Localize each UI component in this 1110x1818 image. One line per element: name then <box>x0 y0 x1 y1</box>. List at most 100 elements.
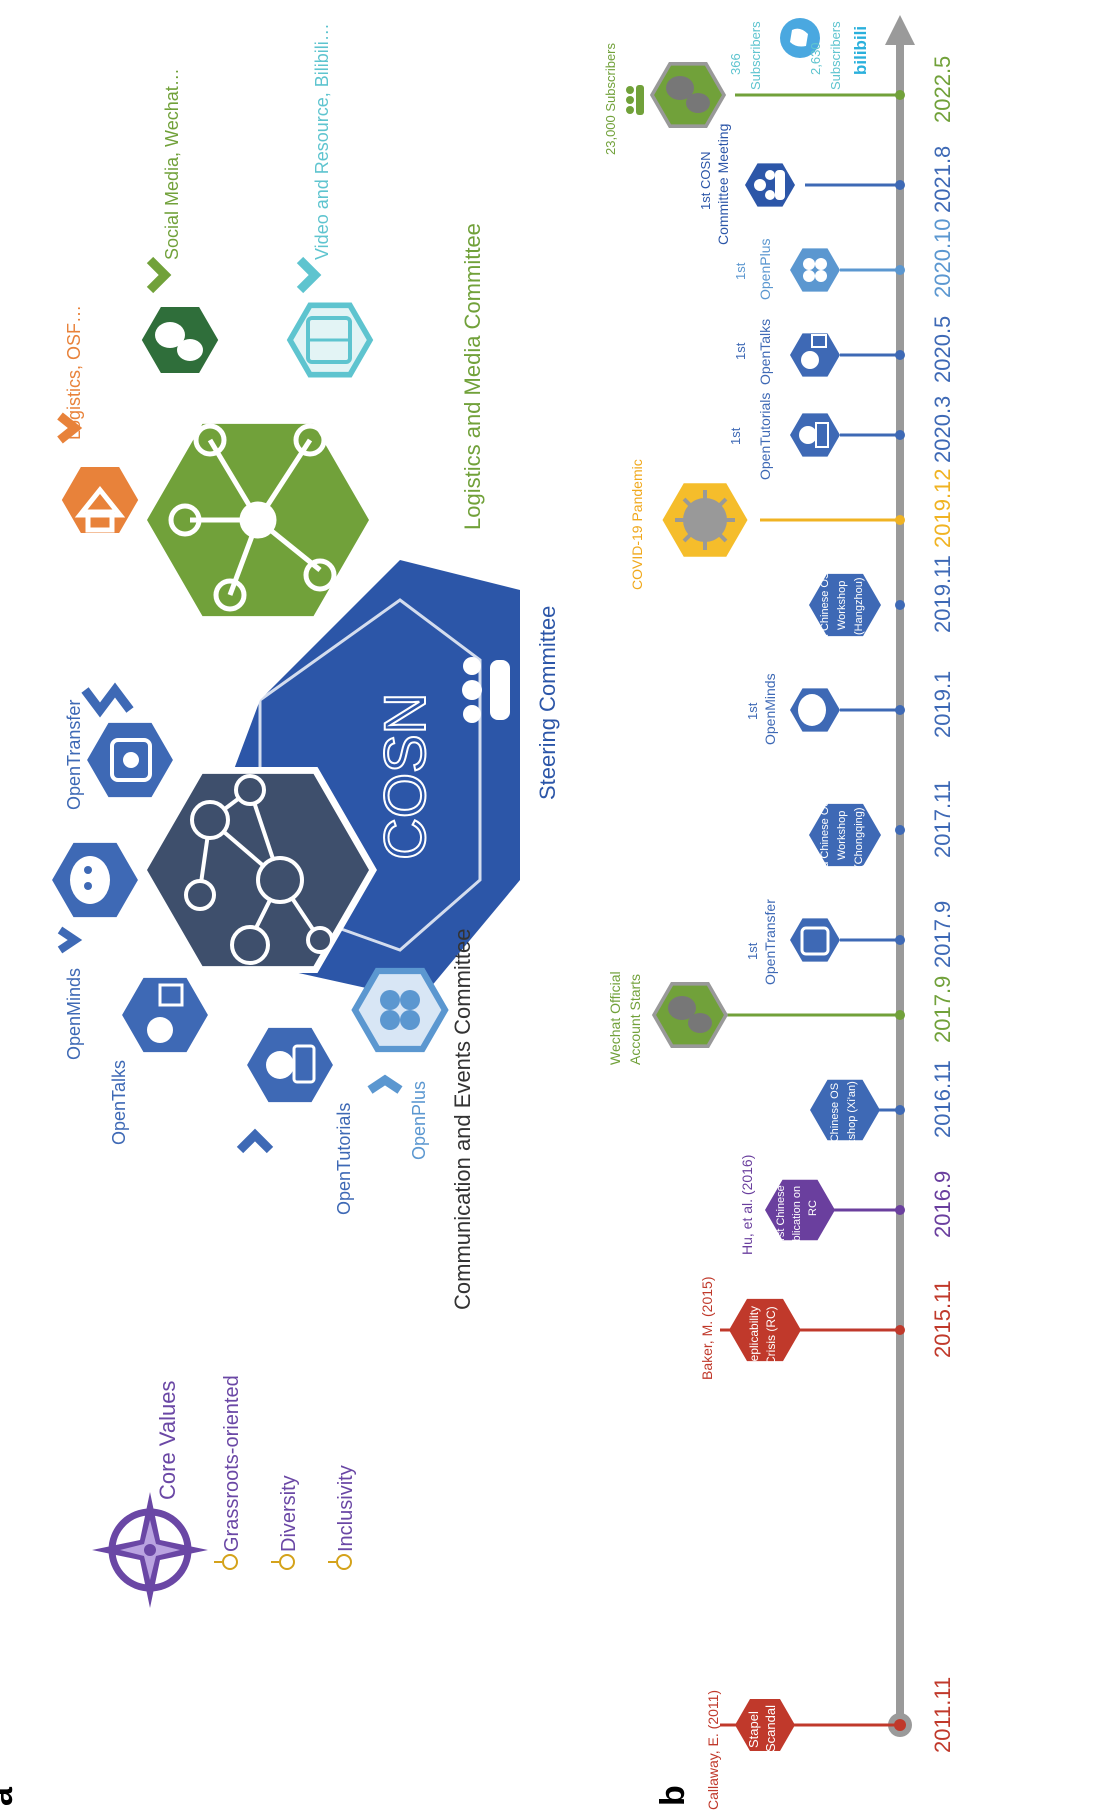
workshop2-line: (Chongqing) <box>853 807 865 868</box>
panel-a: Core Values Grassroots-oriented Diversit… <box>36 23 560 1608</box>
timeline-tick-label: 2019.11 <box>930 555 955 633</box>
bulb-icon <box>328 1554 352 1570</box>
wechat-caption: Wechat Official <box>607 971 623 1065</box>
workshop3-line: (Hangzhou) <box>853 578 865 635</box>
bilibili-subscribers-label: Subscribers <box>828 21 843 90</box>
workshop3-line: 3rd Chinese OS <box>819 572 831 650</box>
core-value-item: Grassroots-oriented <box>221 1375 243 1552</box>
timeline-tick-label: 2020.3 <box>930 396 955 463</box>
timeline-tick-label: 2017.9 <box>930 901 955 968</box>
timeline-tick-label: 2017.11 <box>930 780 955 858</box>
bilibili-subscribers-count: 2,630 <box>808 42 823 75</box>
hu-line: First Chinese <box>775 1185 787 1250</box>
committee-event-caption: 1st COSN <box>698 151 713 210</box>
laptop-code-icon <box>266 1044 316 1084</box>
brain-cloud-icon <box>798 694 826 726</box>
video-screen-icon <box>306 316 352 364</box>
hu-line: Publication on <box>791 1186 803 1255</box>
openminds-event-caption: OpenMinds <box>762 673 778 745</box>
bulb-icon <box>271 1554 295 1570</box>
speaker-icon <box>147 983 184 1043</box>
wechat-icon <box>666 76 710 113</box>
opentalks-event-caption: OpenTalks <box>757 319 773 385</box>
twitter-subscribers-label: Subscribers <box>748 21 763 90</box>
bulb-icon <box>214 1554 238 1570</box>
house-wifi-icon <box>74 485 126 533</box>
covid-caption: COVID-19 Pandemic <box>629 459 645 590</box>
program-label-openminds: OpenMinds <box>64 968 84 1060</box>
brain-cloud-icon <box>70 856 110 904</box>
openplus-event-caption: OpenPlus <box>757 239 773 300</box>
certificate-icon <box>110 738 152 782</box>
opentransfer-event-hexagon <box>783 907 847 973</box>
opentransfer-event-caption: OpenTransfer <box>762 899 778 985</box>
stapel-caption: Callaway, E. (2011) <box>705 1690 721 1810</box>
communication-committee-label: Communication and Events Committee <box>450 929 475 1311</box>
compass-icon <box>92 1492 208 1608</box>
opentransfer-event-caption: 1st <box>745 942 760 960</box>
people-icon <box>626 85 644 115</box>
wechat-icon <box>155 322 203 361</box>
steering-committee-label: Steering Committee <box>535 606 560 800</box>
openplus-event-caption: 1st <box>733 262 748 280</box>
panel-label-a: a <box>0 1786 20 1806</box>
twitter-bird-icon <box>780 18 820 58</box>
workshop3-line: Workshop <box>836 581 848 630</box>
core-value-item: Inclusivity <box>335 1465 357 1552</box>
network-hub-icon <box>168 423 337 612</box>
committee-event-caption: Committee Meeting <box>715 124 731 245</box>
media-label-logistics: Logistics, OSF… <box>64 305 84 440</box>
program-label-opentutorials: OpenTutorials <box>334 1103 354 1215</box>
clover-icon <box>803 258 827 282</box>
steering-people-icon <box>754 170 785 200</box>
timeline-tick-label: 2022.5 <box>930 56 955 123</box>
replicability-line: Replicability <box>747 1306 761 1370</box>
timeline-tick-label: 2020.5 <box>930 316 955 383</box>
laptop-code-icon <box>799 422 829 448</box>
speaker-icon <box>801 334 827 369</box>
program-label-openplus: OpenPlus <box>409 1081 429 1160</box>
program-label-opentransfer: OpenTransfer <box>64 700 84 810</box>
twitter-subscribers-count: 366 <box>728 53 743 75</box>
opentutorials-event-caption: 1st <box>728 427 743 445</box>
workshop1-line: 1st Chinese OS <box>829 1083 841 1160</box>
timeline-tick-label: 2021.8 <box>930 146 955 213</box>
core-values-title: Core Values <box>155 1381 180 1500</box>
clover-icon <box>380 990 420 1030</box>
cosn-logo: COSN <box>373 692 438 860</box>
timeline-tick-label: 2011.11 <box>930 1677 955 1753</box>
timeline-tick-label: 2015.11 <box>930 1280 955 1358</box>
timeline-arrow-icon <box>885 15 915 45</box>
workshop2-line: Workshop <box>836 811 848 860</box>
opentalks-hexagon <box>106 954 224 1076</box>
program-label-opentalks: OpenTalks <box>109 1060 129 1145</box>
panel-label-b: b <box>654 1785 692 1806</box>
hu-line: RC <box>807 1200 819 1216</box>
timeline-tick-label: 2019.12 <box>930 468 955 548</box>
openplus-event-hexagon <box>783 237 847 303</box>
logistics-media-hexagon <box>48 446 152 554</box>
workshop2-line: 2nd Chinese OS <box>819 799 831 880</box>
people-network-icon <box>184 774 334 965</box>
replicability-caption: Baker, M. (2015) <box>699 1277 715 1381</box>
logistics-committee-label: Logistics and Media Committee <box>460 223 485 530</box>
opentalks-event-caption: 1st <box>733 342 748 360</box>
wechat-icon <box>668 996 712 1033</box>
workshop1-hexagon <box>801 1064 889 1156</box>
timeline-tick-label: 2020.10 <box>930 218 955 298</box>
certificate-icon <box>800 926 830 956</box>
hu-caption: Hu, et al. (2016) <box>739 1155 755 1255</box>
steering-people-icon <box>462 657 510 723</box>
wechat-caption: Account Starts <box>627 974 643 1065</box>
timeline-tick-label: 2016.11 <box>930 1060 955 1138</box>
stapel-line: Stapel <box>746 1711 761 1748</box>
opentutorials-event-caption: OpenTutorials <box>757 393 773 480</box>
committee-event-hexagon <box>738 152 802 218</box>
timeline-tick-label: 2019.1 <box>930 671 955 738</box>
stapel-line: Scandal <box>763 1705 778 1752</box>
timeline-tick-label: 2017.9 <box>930 976 955 1043</box>
media-label-social: Social Media, Wechat… <box>162 68 182 260</box>
core-value-item: Diversity <box>278 1475 300 1552</box>
wechat-subscribers-count: 23,000 Subscribers <box>603 42 618 155</box>
